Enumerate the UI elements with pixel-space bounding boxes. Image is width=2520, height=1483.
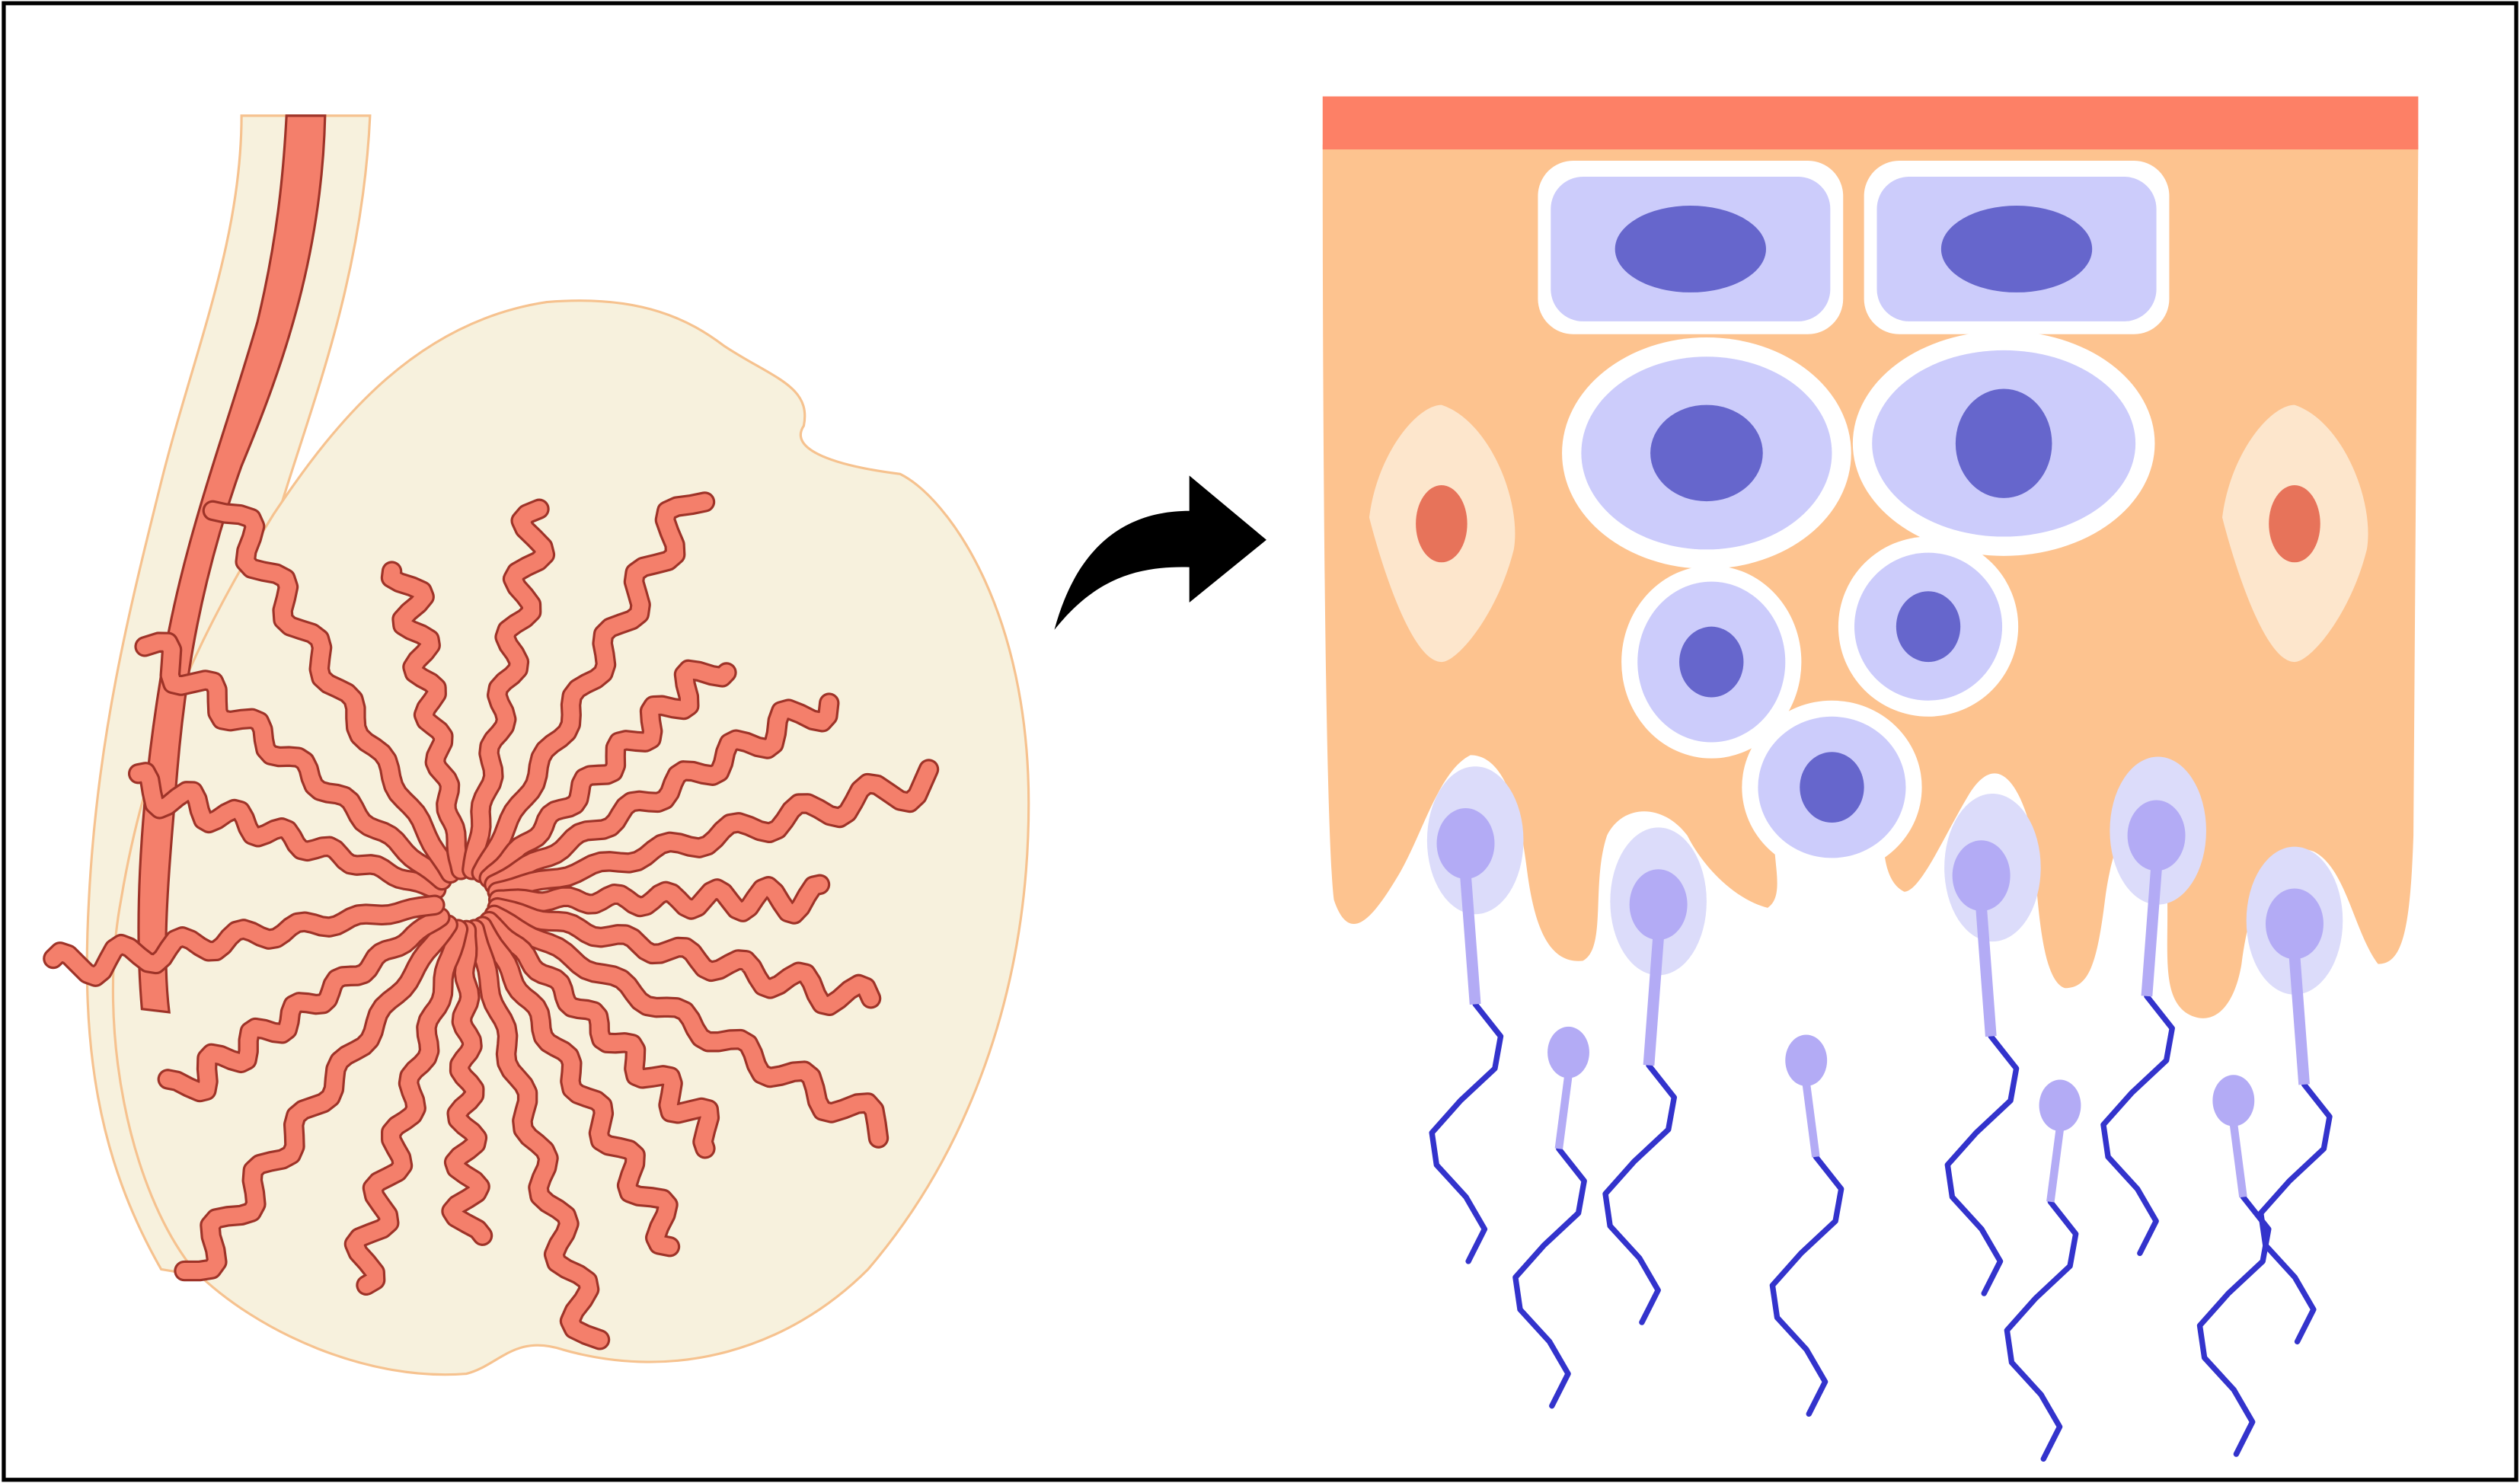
sperm-midpiece [2046,1127,2065,1203]
sperm-head [1436,808,1495,879]
sperm-midpiece [1802,1082,1820,1158]
nucleus [1800,752,1864,823]
nucleus [1650,404,1763,502]
tubule [481,912,717,1157]
sperm-head [1547,1026,1589,1079]
tubule [490,876,829,922]
sperm-tail [1429,1001,1504,1264]
tubule [464,500,553,878]
nucleus [1940,206,2093,292]
testis-illustration [43,114,1030,1376]
sperm-tail [1769,1154,1844,1417]
tubule [382,563,469,878]
tubule [466,921,608,1348]
sperm-tail [2100,993,2175,1257]
tubule [176,916,456,1280]
spermatozoa [1426,756,2343,1462]
sperm-tail [1944,1033,2020,1296]
tubule [489,761,937,900]
sperm-tail [2196,1194,2272,1457]
sperm-head [2266,888,2324,960]
sperm-head [2212,1075,2255,1127]
tubule [489,900,880,1014]
sperm-tail [1602,1062,1678,1325]
sperm-midpiece [2229,1122,2247,1198]
vas-deferens [137,114,327,1014]
sperm-midpiece [1643,936,1664,1066]
tubule [481,661,735,887]
tubule [443,922,491,1244]
tubule [204,502,458,882]
nucleus [1615,206,1766,292]
basement-membrane [1322,96,2419,150]
sperm-tail [2257,1082,2333,1345]
sperm-tail [2004,1199,2079,1462]
sperm-head [1629,869,1688,941]
sperm-midpiece [2288,955,2310,1085]
tubule [474,918,679,1255]
tubule [486,906,887,1146]
sperm-head [1952,840,2011,912]
tubule [159,909,449,1101]
tubule [136,634,450,889]
cells-layer [1369,160,2368,874]
nucleus [1955,388,2052,498]
sperm-head [1785,1034,1828,1086]
sperm-midpiece [2141,867,2162,997]
sperm-midpiece [1554,1074,1573,1149]
sperm-head [2127,800,2186,871]
nucleus [1679,626,1744,698]
sperm-tail [1512,1146,1587,1409]
tubule [346,921,467,1293]
seminiferous-tubules [43,491,940,1350]
sperm-midpiece [1460,875,1481,1005]
sertoli-nucleus [2269,485,2320,563]
sertoli-nucleus [1416,485,1468,563]
tubule [473,494,714,881]
sperm-midpiece [1975,907,1997,1037]
seminiferous-epithelium [1322,96,2419,1462]
sperm-head [2039,1079,2081,1132]
tubule [486,695,838,893]
tubule [130,764,445,898]
curved-arrow-icon [1054,475,1266,630]
nucleus [1896,591,1961,663]
tubule [45,897,443,985]
